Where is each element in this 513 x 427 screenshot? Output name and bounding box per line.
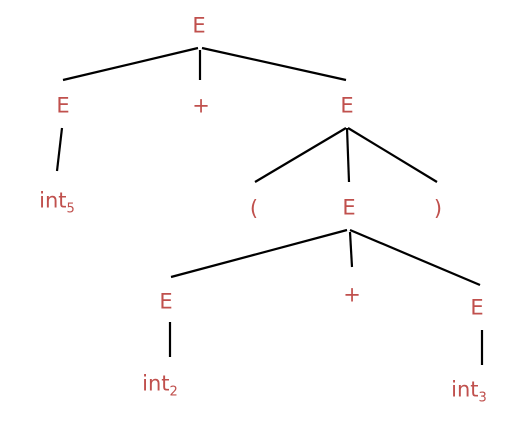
node-int2-label: int	[142, 371, 170, 396]
node-right-e: E	[340, 93, 354, 118]
node-root-e: E	[192, 13, 206, 38]
node-int5-subscript: 5	[66, 201, 75, 217]
node-inner-left-e: E	[159, 289, 173, 314]
node-int3: int3	[451, 377, 487, 406]
node-paren-expr-e: E	[342, 195, 356, 220]
edge-root-to-left	[62, 46, 199, 82]
edge-inner-to-right	[349, 228, 481, 287]
node-int3-subscript: 3	[478, 390, 487, 406]
node-inner-plus: +	[343, 282, 361, 307]
edge-root-to-right	[201, 46, 347, 82]
node-int5: int5	[39, 188, 75, 217]
node-int3-label: int	[451, 377, 479, 402]
edge-inner-to-left	[170, 228, 348, 279]
edge-left-to-int5	[55, 127, 64, 172]
node-int2-subscript: 2	[169, 384, 178, 400]
edge-right-to-rparen	[347, 127, 438, 183]
node-right-paren: )	[433, 196, 443, 221]
node-left-e: E	[56, 93, 70, 118]
node-int5-label: int	[39, 188, 67, 213]
edge-right-to-lparen	[254, 127, 347, 183]
node-left-paren: (	[249, 196, 259, 221]
node-inner-right-e: E	[470, 295, 484, 320]
edge-right-to-paren-expr	[345, 127, 351, 183]
edge-inner-to-plus	[348, 231, 354, 268]
node-int2: int2	[142, 371, 178, 400]
node-plus: +	[192, 93, 210, 118]
